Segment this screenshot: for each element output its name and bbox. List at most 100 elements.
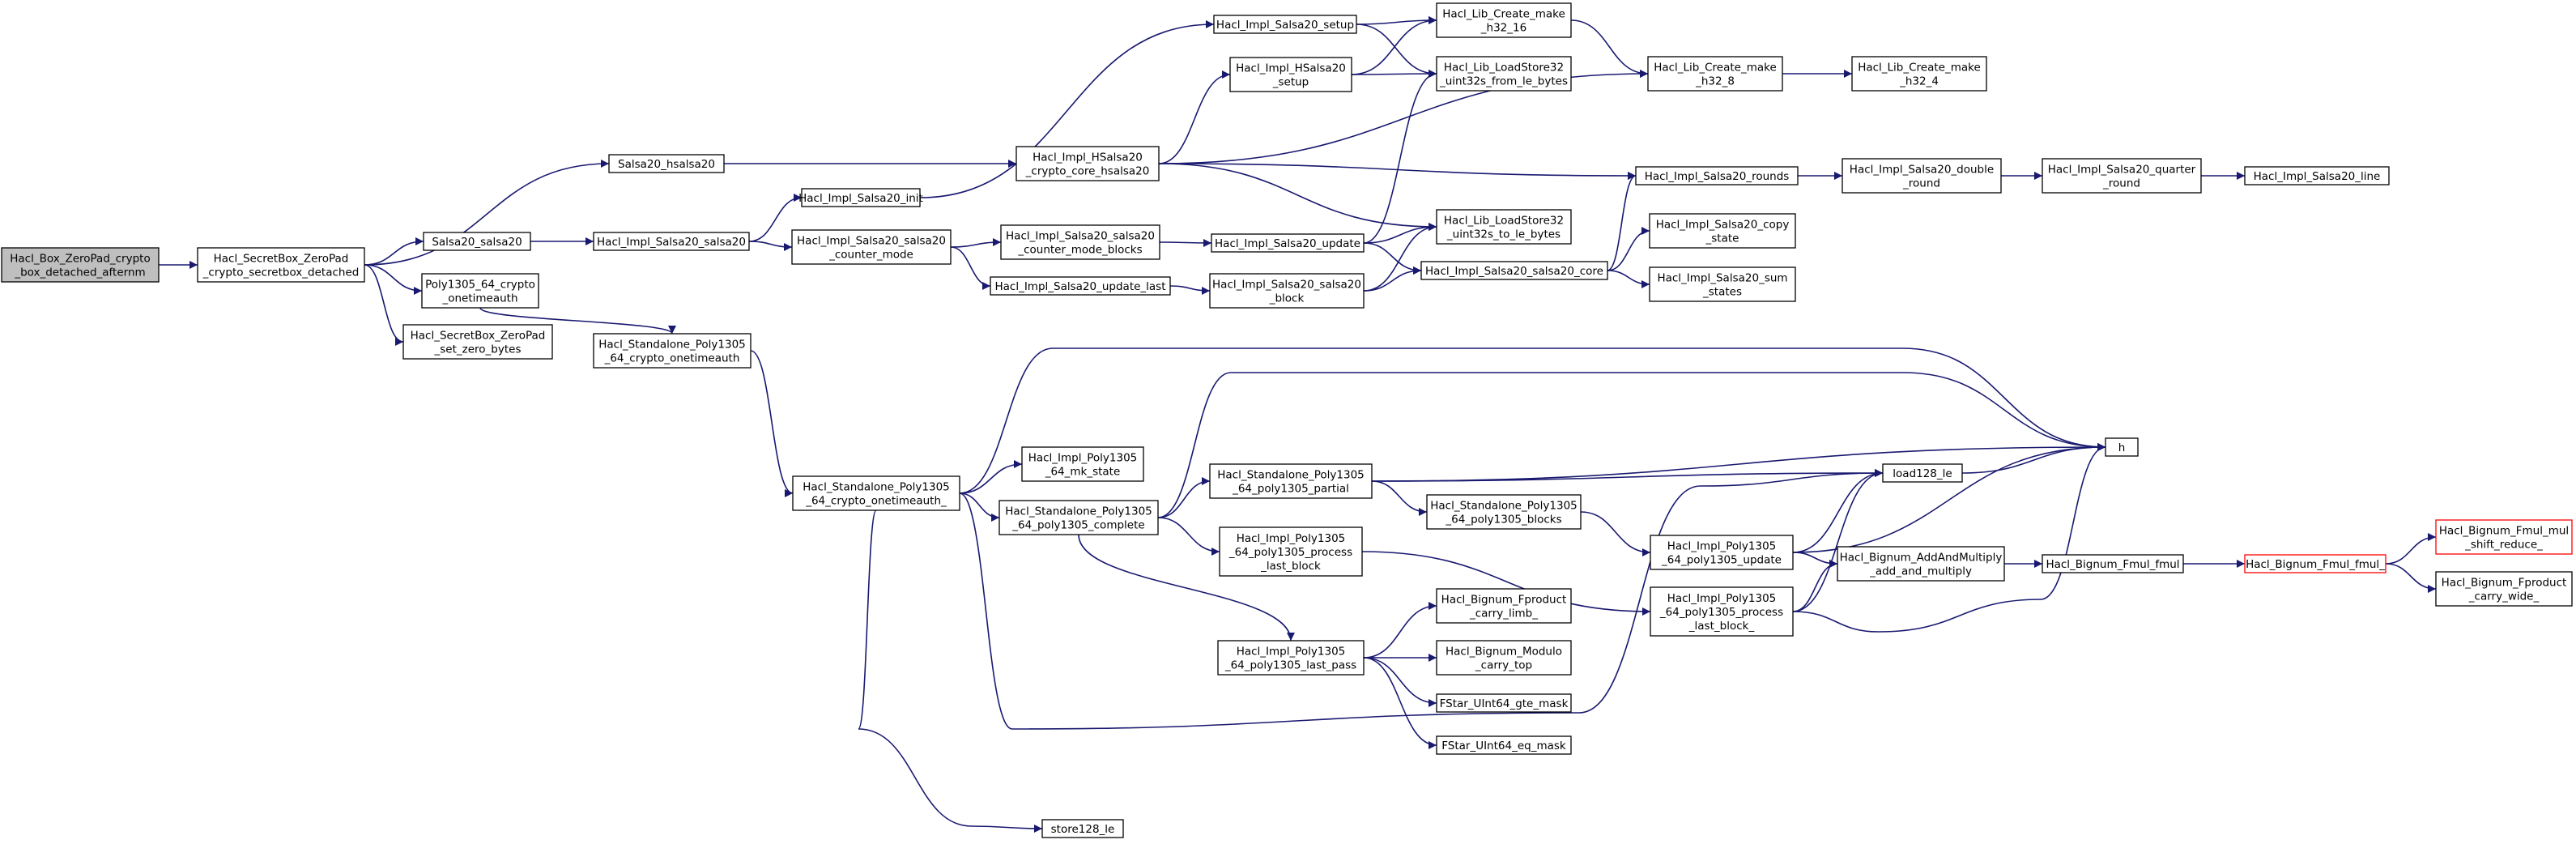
node-update-last[interactable]: Hacl_Impl_Salsa20_update_last: [990, 276, 1171, 296]
node-mk-state[interactable]: Hacl_Impl_Poly1305_64_mk_state: [1021, 446, 1144, 482]
node-last-pass[interactable]: Hacl_Impl_Poly1305_64_poly1305_last_pass: [1217, 640, 1365, 676]
node-double-round[interactable]: Hacl_Impl_Salsa20_double_round: [1842, 158, 2002, 194]
node-label-line: _counter_mode_blocks: [1017, 244, 1142, 257]
node-impl-salsa20-init[interactable]: Hacl_Impl_Salsa20_init: [798, 188, 923, 207]
edge-line: [2385, 563, 2437, 593]
node-salsa20-block[interactable]: Hacl_Impl_Salsa20_salsa20_block: [1209, 273, 1365, 309]
edge-load128-le-to-h: [1961, 443, 2106, 474]
node-fproduct-carry-limb[interactable]: Hacl_Bignum_Fproduct_carry_limb_: [1436, 588, 1572, 624]
node-impl-salsa20-setup[interactable]: Hacl_Impl_Salsa20_setup: [1213, 15, 1357, 34]
node-salsa20-core[interactable]: Hacl_Impl_Salsa20_salsa20_core: [1420, 261, 1608, 280]
node-fproduct-carry-wide[interactable]: Hacl_Bignum_Fproduct_carry_wide_: [2435, 571, 2573, 607]
edge-salsa20-core-to-salsa20-copy-state: [1607, 227, 1650, 271]
node-standalone-onetimeauth[interactable]: Hacl_Standalone_Poly1305_64_crypto_oneti…: [593, 333, 752, 369]
node-root[interactable]: Hacl_Box_ZeroPad_crypto_box_detached_aft…: [1, 247, 160, 283]
edge-impl-salsa20-update-to-uint32s-from-le: [1363, 70, 1437, 244]
node-gte-mask[interactable]: FStar_UInt64_gte_mask: [1436, 693, 1572, 713]
edge-line: [1351, 70, 1437, 79]
edge-impl-salsa20-salsa20-to-counter-mode: [748, 241, 793, 251]
node-set-zero-bytes[interactable]: Hacl_SecretBox_ZeroPad_set_zero_bytes: [402, 324, 553, 360]
node-poly1305-complete[interactable]: Hacl_Standalone_Poly1305_64_poly1305_com…: [998, 500, 1159, 535]
edge-line: [959, 469, 1884, 730]
node-box: [2105, 437, 2139, 457]
node-label-line: Hacl_Impl_Salsa20_line: [2254, 170, 2381, 183]
node-poly1305-partial[interactable]: Hacl_Standalone_Poly1305_64_poly1305_par…: [1209, 463, 1373, 499]
node-process-last-block[interactable]: Hacl_Impl_Poly1305_64_poly1305_process_l…: [1219, 526, 1363, 577]
edge-line: [1159, 238, 1212, 247]
node-poly1305-64-onetimeauth[interactable]: Poly1305_64_crypto_onetimeauth: [421, 273, 539, 309]
edge-line: [479, 307, 676, 335]
node-salsa20-salsa20[interactable]: Salsa20_salsa20: [423, 232, 531, 251]
edge-fmul-fmul--to-fproduct-carry-wide: [2385, 563, 2437, 593]
node-impl-hsalsa20-setup[interactable]: Hacl_Impl_HSalsa20_setup: [1229, 57, 1352, 92]
node-uint32s-from-le[interactable]: Hacl_Lib_LoadStore32_uint32s_from_le_byt…: [1436, 56, 1572, 92]
edge-line: [1363, 242, 1422, 275]
node-impl-poly1305-update[interactable]: Hacl_Impl_Poly1305_64_poly1305_update: [1650, 535, 1794, 570]
node-label-line: _64_mk_state: [1045, 466, 1121, 479]
node-salsa20-hsalsa20[interactable]: Salsa20_hsalsa20: [608, 154, 725, 173]
node-impl-salsa20-salsa20[interactable]: Hacl_Impl_Salsa20_salsa20: [593, 232, 750, 251]
node-counter-mode-blocks[interactable]: Hacl_Impl_Salsa20_salsa20_counter_mode_b…: [1000, 224, 1160, 260]
node-impl-process-last-block-[interactable]: Hacl_Impl_Poly1305_64_poly1305_process_l…: [1650, 586, 1794, 637]
edge-secretbox-detached-to-set-zero-bytes: [364, 264, 404, 346]
node-make-h32-16[interactable]: Hacl_Lib_Create_make_h32_16: [1436, 2, 1572, 38]
node-box: [2435, 519, 2573, 555]
node-box: [1209, 463, 1373, 499]
node-salsa20-line[interactable]: Hacl_Impl_Salsa20_line: [2244, 166, 2390, 185]
node-make-h32-8[interactable]: Hacl_Lib_Create_make_h32_8: [1647, 56, 1783, 92]
edge-line: [748, 241, 793, 251]
edge-line: [1363, 223, 1437, 292]
node-label-line: _state: [1705, 232, 1739, 245]
node-salsa20-sum-states[interactable]: Hacl_Impl_Salsa20_sum_states: [1649, 266, 1796, 302]
node-counter-mode[interactable]: Hacl_Impl_Salsa20_salsa20_counter_mode: [791, 229, 952, 265]
node-secretbox-detached[interactable]: Hacl_SecretBox_ZeroPad_crypto_secretbox_…: [197, 247, 365, 283]
node-label-line: Hacl_SecretBox_ZeroPad: [411, 330, 546, 343]
node-box: [1426, 494, 1582, 530]
edge-line: [919, 20, 1215, 198]
node-impl-hsalsa20-core[interactable]: Hacl_Impl_HSalsa20_crypto_core_hsalsa20: [1015, 146, 1160, 181]
node-label-line: _setup: [1272, 76, 1309, 89]
node-fmul-fmul[interactable]: Hacl_Bignum_Fmul_fmul: [2042, 554, 2184, 573]
node-box: [2435, 571, 2573, 607]
node-box: [2244, 166, 2390, 185]
node-impl-salsa20-update[interactable]: Hacl_Impl_Salsa20_update: [1211, 233, 1365, 253]
edge-line: [959, 347, 2106, 494]
edge-line: [750, 350, 794, 497]
edge-poly1305-complete-to-process-last-block: [1157, 517, 1220, 556]
node-salsa20-rounds[interactable]: Hacl_Impl_Salsa20_rounds: [1635, 166, 1799, 185]
node-label-line: _64_crypto_onetimeauth: [604, 352, 740, 365]
node-modulo-carry-top[interactable]: Hacl_Bignum_Modulo_carry_top: [1436, 640, 1572, 676]
edge-line: [950, 246, 991, 290]
node-fmul-fmul-[interactable]: Hacl_Bignum_Fmul_fmul_: [2244, 554, 2387, 573]
node-label-line: _uint32s_to_le_bytes: [1446, 228, 1561, 241]
node-quarter-round[interactable]: Hacl_Impl_Salsa20_quarter_round: [2042, 158, 2202, 194]
node-poly1305-blocks[interactable]: Hacl_Standalone_Poly1305_64_poly1305_blo…: [1426, 494, 1582, 530]
node-standalone-onetimeauth-[interactable]: Hacl_Standalone_Poly1305_64_crypto_oneti…: [792, 475, 960, 511]
node-label-line: store128_le: [1051, 823, 1115, 836]
node-box: [197, 247, 365, 283]
node-label-line: Hacl_Impl_Salsa20_salsa20: [1212, 279, 1361, 292]
node-fmul-shift-reduce[interactable]: Hacl_Bignum_Fmul_mul_shift_reduce_: [2435, 519, 2573, 555]
edge-line: [1078, 534, 1295, 642]
node-box: [1217, 640, 1365, 676]
edge-line: [1580, 511, 1651, 556]
node-label-line: Salsa20_hsalsa20: [618, 158, 715, 171]
node-box: [2042, 554, 2184, 573]
node-label-line: Hacl_Impl_Salsa20_update_last: [994, 280, 1165, 293]
node-store128-le[interactable]: store128_le: [1041, 819, 1124, 838]
node-make-h32-4[interactable]: Hacl_Lib_Create_make_h32_4: [1851, 56, 1987, 92]
edge-line: [1356, 23, 1437, 78]
edge-impl-process-last-block--to-load128-le: [1792, 469, 1884, 612]
node-box: [1851, 56, 1987, 92]
edge-line: [1363, 657, 1437, 707]
node-box: [593, 232, 750, 251]
node-box: [1000, 224, 1160, 260]
node-eq-mask[interactable]: FStar_UInt64_eq_mask: [1436, 735, 1572, 755]
node-h[interactable]: h: [2105, 437, 2139, 457]
node-salsa20-copy-state[interactable]: Hacl_Impl_Salsa20_copy_state: [1649, 213, 1796, 249]
node-load128-le[interactable]: load128_le: [1882, 463, 1963, 483]
node-uint32s-to-le[interactable]: Hacl_Lib_LoadStore32_uint32s_to_le_bytes: [1436, 209, 1572, 245]
node-add-and-multiply[interactable]: Hacl_Bignum_AddAndMultiply_add_and_multi…: [1837, 546, 2005, 582]
node-box: [1647, 56, 1783, 92]
